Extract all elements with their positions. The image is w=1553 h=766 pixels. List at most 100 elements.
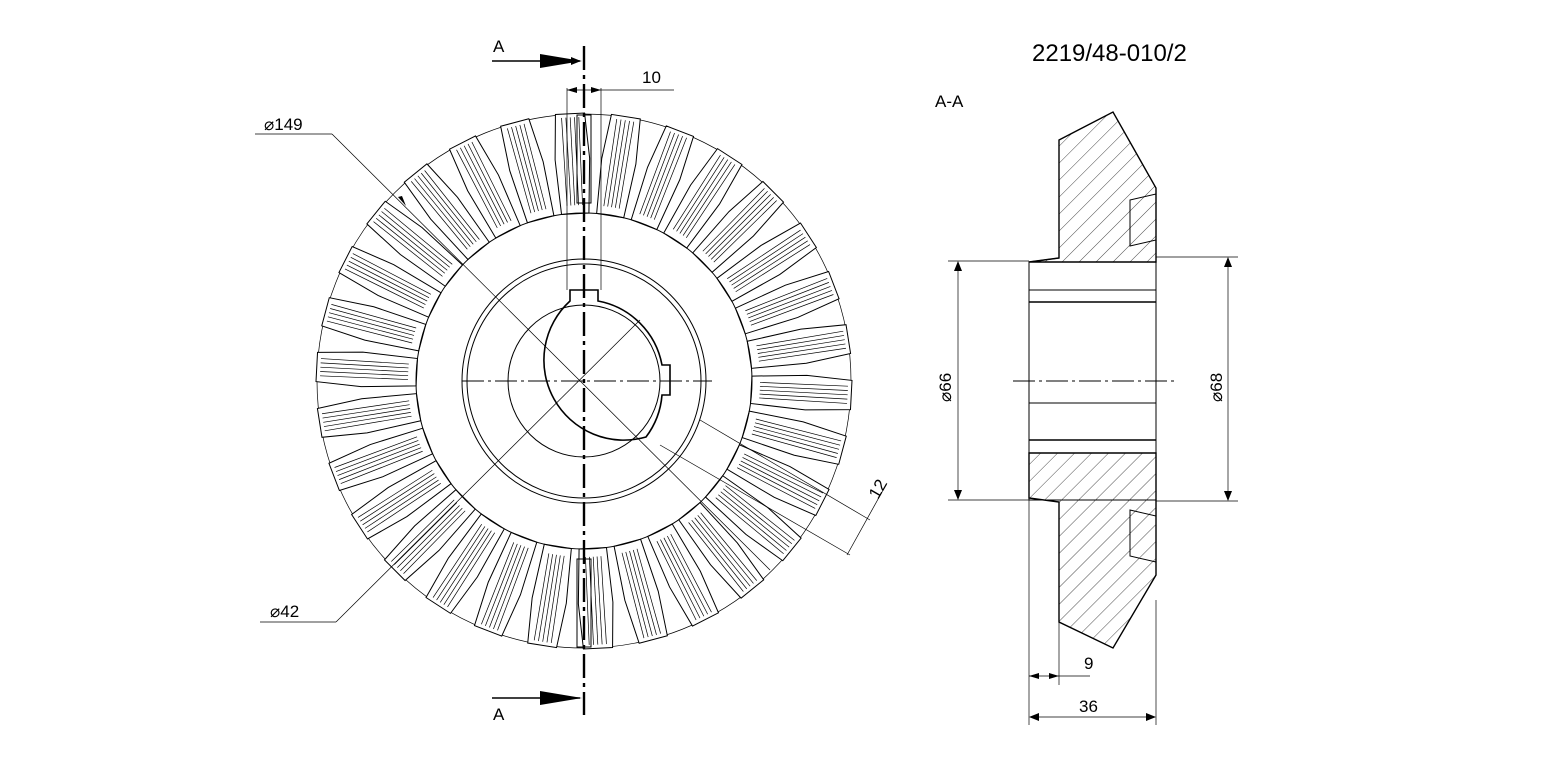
- tooth-ridge-line: [757, 339, 845, 354]
- tooth-ridge-line: [618, 121, 635, 209]
- tooth-ridge-line: [403, 510, 466, 574]
- tooth-ridge-line: [650, 135, 683, 219]
- tooth-ridge-line: [420, 172, 477, 243]
- tooth-ridge-line: [758, 347, 847, 362]
- tooth-ridge-line: [705, 191, 768, 255]
- tooth-ridge-line: [607, 119, 622, 207]
- tooth-ridge-line: [550, 555, 565, 644]
- tooth-ridge-line: [542, 554, 557, 642]
- tooth-ridge-line: [625, 551, 649, 638]
- tooth-ridge-line: [439, 528, 489, 603]
- tooth-ridge-line: [708, 194, 771, 257]
- dim-overall-width: 36: [1079, 697, 1098, 716]
- dim-12-line: [846, 482, 888, 556]
- tooth-ridge-line: [326, 320, 413, 344]
- tooth-ridge-line: [485, 543, 518, 627]
- cut-mark-top: A: [493, 37, 505, 56]
- tooth-ridge-line: [676, 157, 725, 232]
- dim-42-diag: [335, 319, 641, 623]
- tooth-ridge-line: [660, 539, 701, 619]
- tooth-ridge-line: [327, 316, 414, 340]
- tooth-ridge-line: [745, 278, 828, 312]
- tooth-ridge-line: [348, 260, 428, 302]
- tooth-ridge-line: [632, 549, 657, 635]
- tooth-ridge-line: [740, 460, 820, 502]
- tooth-ridge-line: [340, 450, 423, 484]
- tooth-ridge-line: [384, 207, 453, 265]
- top-slot: [576, 114, 592, 204]
- tooth-ridge-line: [519, 124, 543, 211]
- lower-slot: [1129, 509, 1157, 563]
- tooth-ridge-line: [489, 545, 522, 628]
- tooth-ridge-line: [735, 244, 811, 293]
- tooth-ridge-line: [569, 117, 576, 206]
- tooth-ridge-line: [755, 418, 842, 442]
- tooth-ridge-line: [718, 494, 787, 551]
- tooth-ridge-line: [436, 526, 486, 601]
- tooth-ridge-line: [697, 515, 754, 584]
- gear-tooth: [596, 113, 641, 219]
- tooth-ridge-line: [481, 542, 515, 625]
- tooth-ridge-line: [523, 123, 547, 210]
- tooth-ridge-line: [748, 286, 831, 319]
- section-lower: [1028, 452, 1157, 649]
- tooth-ridge-line: [320, 375, 409, 380]
- tooth-ridge-line: [410, 181, 468, 250]
- tooth-ridge-line: [367, 482, 441, 533]
- gear-tooth: [746, 324, 852, 369]
- tooth-ridge-line: [643, 132, 675, 216]
- dim-149-diag: [331, 133, 771, 571]
- tooth-ridge-line: [335, 440, 419, 472]
- tooth-ridge-line: [738, 464, 818, 505]
- tooth-ridge-line: [447, 532, 496, 608]
- cut-mark-bottom: A: [493, 705, 505, 724]
- gear-front-view: A A 10 ⌀149 ⌀42 12: [255, 37, 891, 724]
- tooth-ridge-line: [378, 214, 448, 271]
- tooth-ridge-line: [733, 240, 808, 289]
- tooth-ridge-line: [754, 422, 841, 446]
- tooth-ridge-line: [533, 553, 550, 641]
- tooth-ridge-line: [538, 554, 553, 642]
- tooth-ridge-line: [729, 233, 804, 283]
- tooth-ridge-line: [727, 229, 801, 280]
- tooth-ridge-line: [736, 467, 816, 509]
- tooth-ridge-line: [424, 170, 480, 240]
- tooth-ridge-line: [456, 149, 498, 229]
- tooth-ridge-line: [621, 552, 645, 639]
- tooth-ridge-line: [750, 294, 834, 326]
- tooth-ridge-line: [320, 366, 409, 373]
- tooth-ridge-line: [414, 178, 471, 247]
- tooth-ridge-line: [694, 517, 751, 587]
- tooth-ridge-line: [722, 488, 793, 545]
- tooth-ridge-line: [682, 161, 732, 236]
- dim-outer-diameter: ⌀149: [264, 115, 303, 134]
- tooth-ridge-line: [725, 485, 795, 541]
- tooth-ridge-line: [331, 304, 417, 329]
- gear-tooth: [527, 543, 572, 649]
- tooth-ridge-line: [350, 257, 430, 298]
- tooth-ridge-line: [592, 556, 599, 645]
- tooth-ridge-line: [346, 264, 426, 305]
- upper-slot: [1129, 193, 1157, 247]
- tooth-ridge-line: [417, 175, 474, 245]
- tooth-ridge-line: [629, 550, 653, 637]
- tooth-ridge-line: [352, 253, 432, 295]
- tooth-ridge-line: [759, 382, 848, 387]
- tooth-ridge-line: [688, 522, 744, 592]
- tooth-ridge-line: [715, 497, 784, 555]
- gear-tooth: [316, 393, 422, 438]
- tooth-ridge-line: [758, 343, 846, 358]
- tooth-ridge-line: [603, 118, 618, 207]
- tooth-ridge-line: [585, 556, 590, 645]
- tooth-ridge-line: [515, 125, 539, 212]
- tooth-ridge-line: [443, 530, 492, 605]
- tooth-ridge-line: [746, 282, 830, 315]
- tooth-ridge-line: [323, 412, 411, 427]
- tooth-ridge-line: [400, 507, 463, 571]
- tooth-ridge-line: [322, 404, 410, 419]
- tooth-ridge-line: [759, 397, 848, 404]
- tooth-ridge-line: [546, 555, 561, 643]
- tooth-ridge-line: [596, 556, 603, 645]
- drawing-number: 2219/48-010/2: [1032, 40, 1187, 67]
